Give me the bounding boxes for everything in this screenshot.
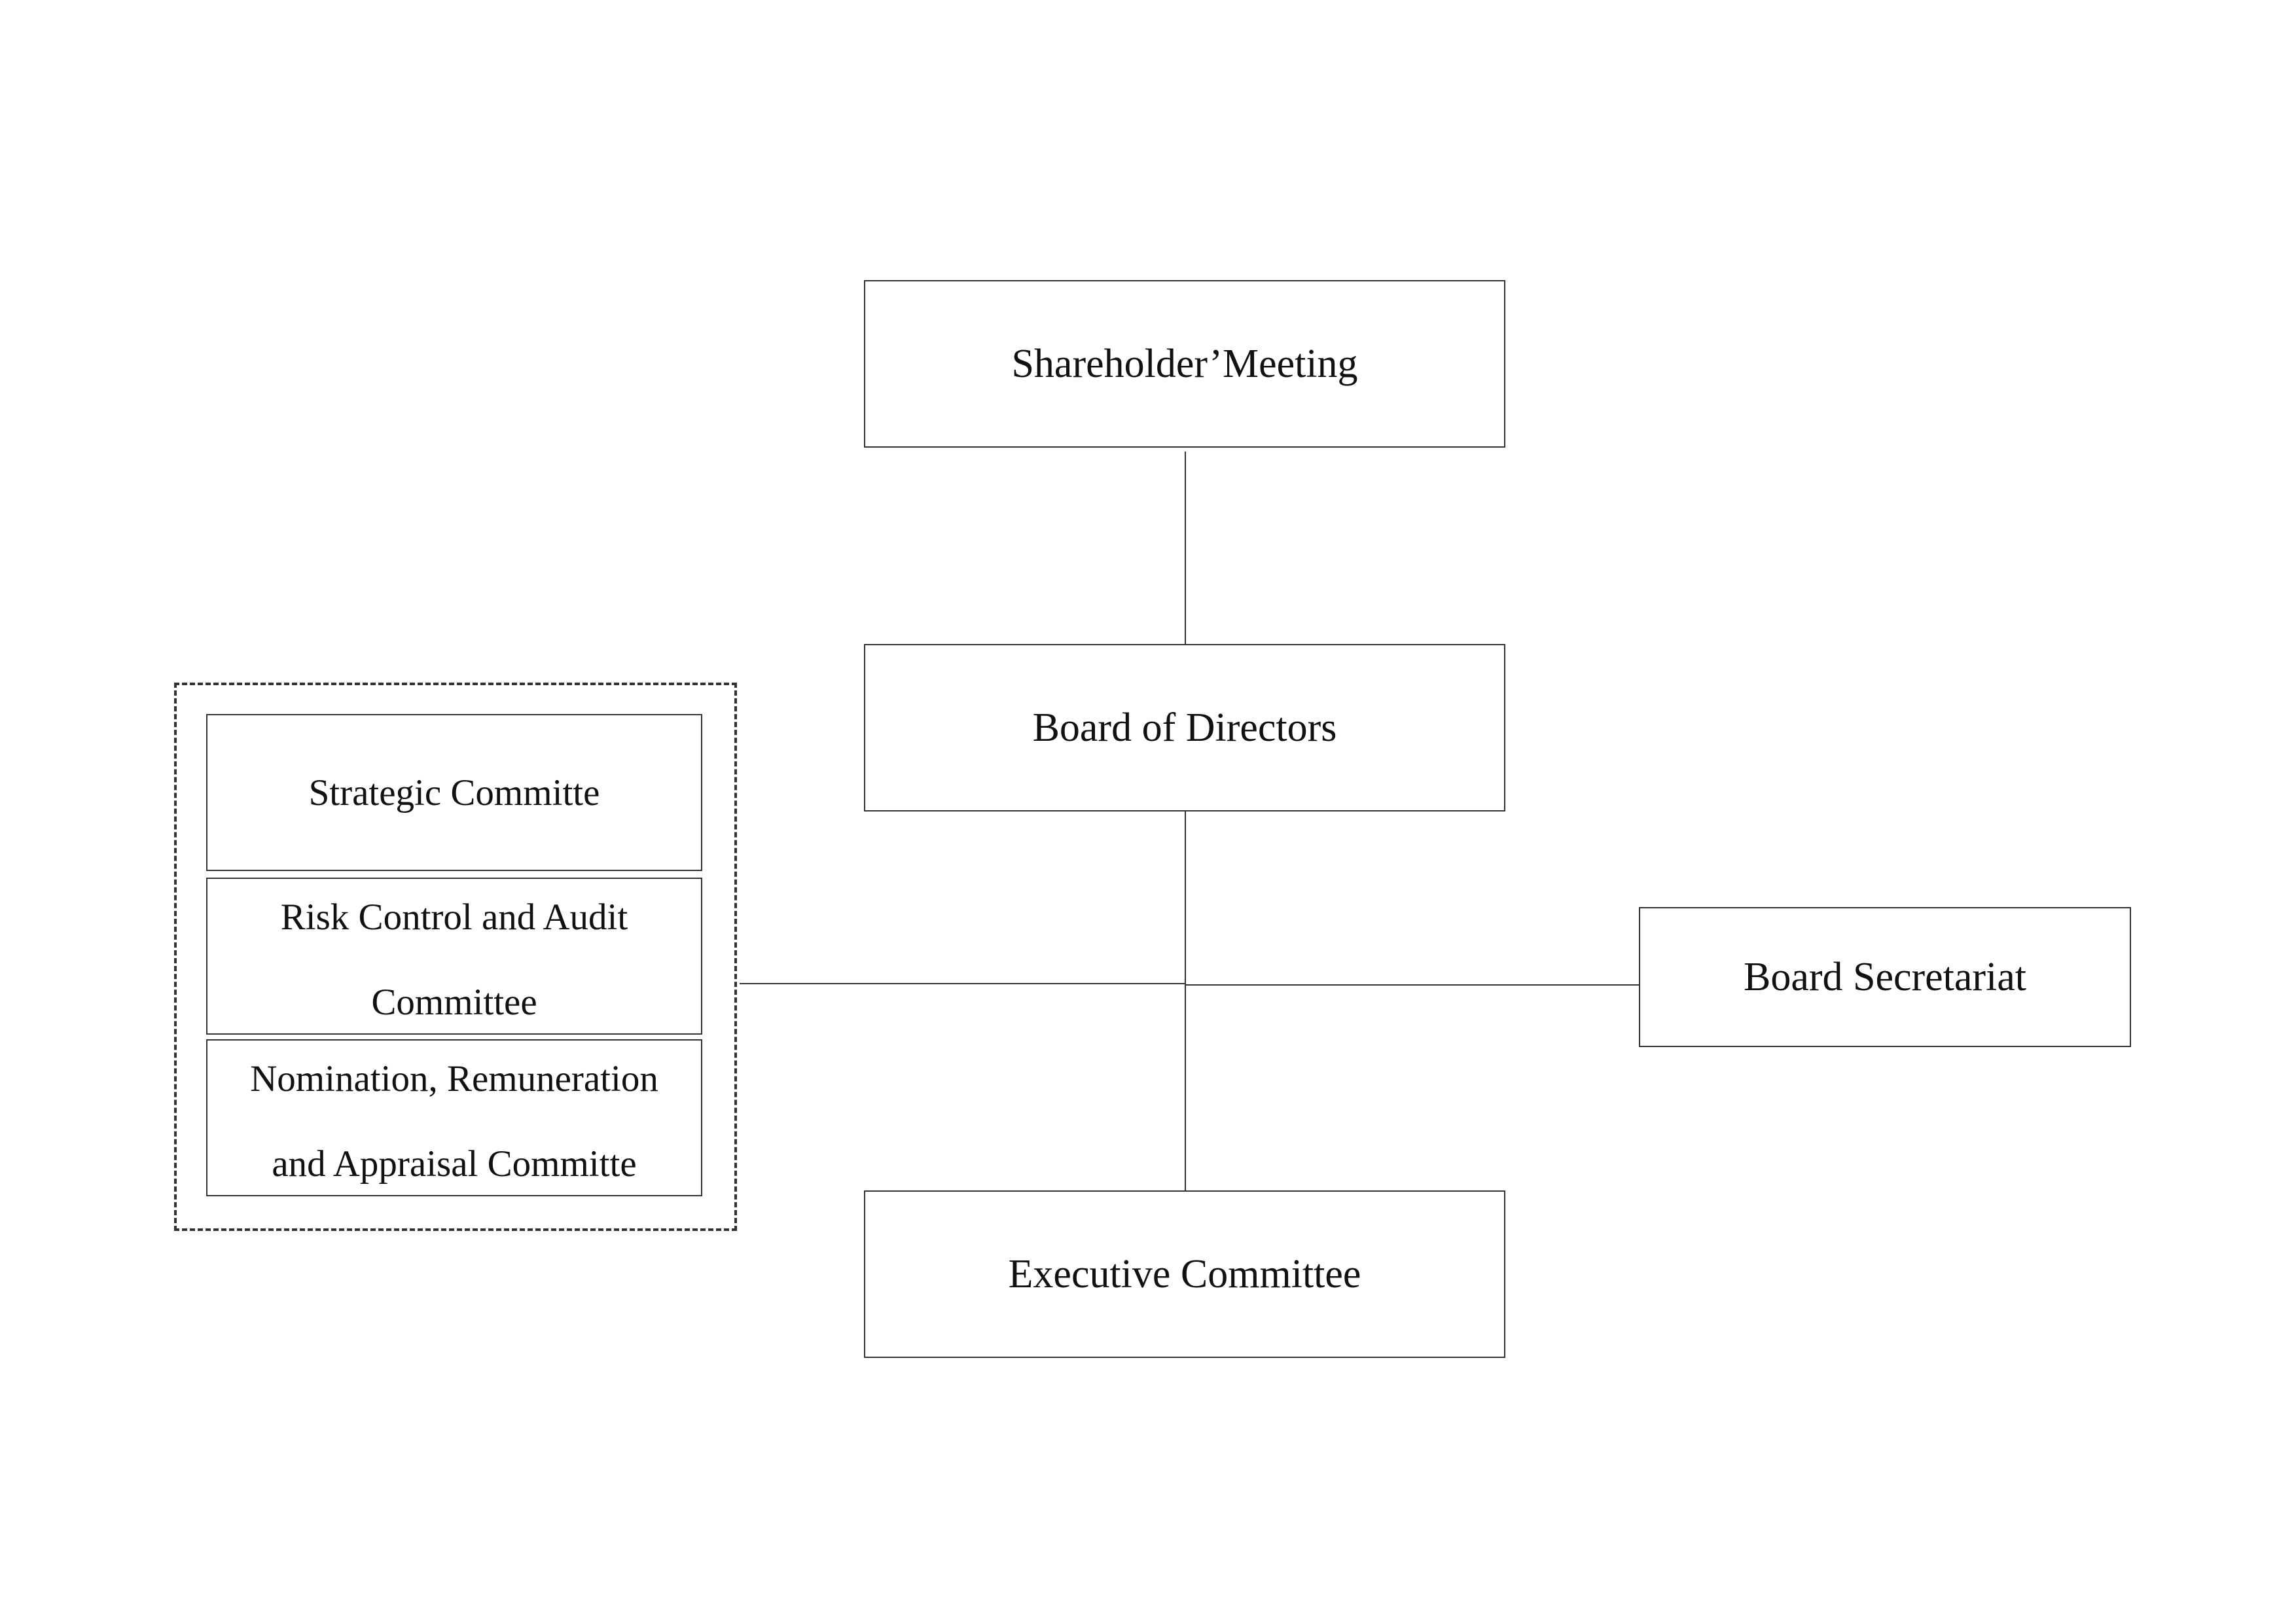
board-of-directors-box: Board of Directors	[864, 644, 1505, 812]
strategic-committee-label: Strategic Committe	[308, 772, 600, 813]
strategic-committee-box: Strategic Committe	[206, 714, 702, 871]
connector-board-to-executive	[1185, 812, 1186, 1191]
connector-shareholders-to-board	[1185, 452, 1186, 645]
shareholders-meeting-box: Shareholder’Meeting	[864, 280, 1505, 448]
risk-control-audit-committee-label: Risk Control and Audit Committee	[280, 897, 628, 1023]
nomination-remuneration-appraisal-committee-box: Nomination, Remuneration and Appraisal C…	[206, 1039, 702, 1196]
committees-group	[174, 683, 737, 1231]
nomination-remuneration-appraisal-committee-label: Nomination, Remuneration and Appraisal C…	[250, 1058, 658, 1185]
board-of-directors-label: Board of Directors	[1032, 705, 1337, 750]
board-secretariat-box: Board Secretariat	[1639, 907, 2131, 1047]
risk-control-audit-committee-box: Risk Control and Audit Committee	[206, 878, 702, 1035]
shareholders-meeting-label: Shareholder’Meeting	[1011, 341, 1358, 386]
board-secretariat-label: Board Secretariat	[1743, 954, 2027, 999]
connector-board-to-committees	[740, 983, 1185, 984]
connector-board-to-secretariat	[1185, 984, 1640, 986]
executive-committee-box: Executive Committee	[864, 1190, 1505, 1358]
executive-committee-label: Executive Committee	[1008, 1251, 1361, 1296]
